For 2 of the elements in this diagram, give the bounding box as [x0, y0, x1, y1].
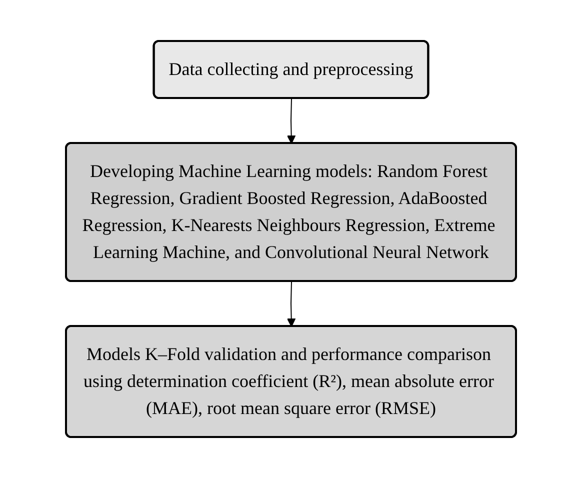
arrow: [286, 98, 296, 144]
arrow: [286, 280, 296, 326]
